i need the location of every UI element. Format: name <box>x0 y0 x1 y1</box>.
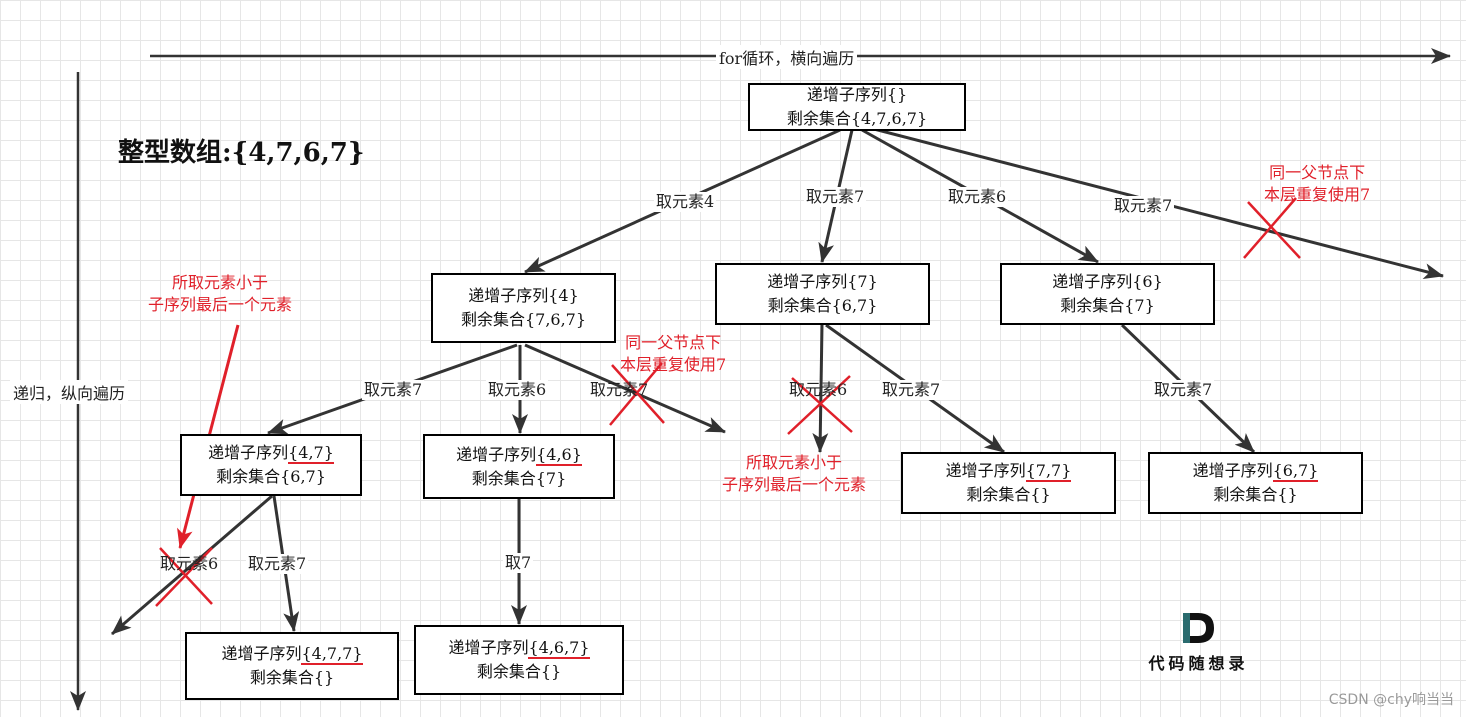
note-same-level-mid: 同一父节点下 本层重复使用7 <box>620 332 726 376</box>
node-7-remaining: 剩余集合{6,7} <box>767 296 878 315</box>
note-smaller-mid: 所取元素小于 子序列最后一个元素 <box>722 452 866 496</box>
node-root-value: {} <box>886 85 908 104</box>
node-4: 递增子序列{4} 剩余集合{7,6,7} <box>431 273 616 343</box>
edge-label-n6-7: 取元素7 <box>1152 380 1215 400</box>
node-7: 递增子序列{7} 剩余集合{6,7} <box>715 263 930 325</box>
edge-label-root-4: 取元素4 <box>654 192 717 212</box>
array-title: 整型数组:{4,7,6,7} <box>118 138 365 168</box>
node-6-7-remaining: 剩余集合{} <box>1213 485 1298 504</box>
node-4-6-7-value: {4,6,7} <box>528 638 590 659</box>
node-4-remaining: 剩余集合{7,6,7} <box>460 310 587 329</box>
node-7-prefix: 递增子序列 <box>767 272 848 291</box>
edge-label-n4-7b: 取元素7 <box>590 380 649 399</box>
vertical-axis-label: 递归，纵向遍历 <box>10 380 129 404</box>
note-smaller-left-line1: 所取元素小于 <box>172 273 269 292</box>
node-4-6-7-remaining: 剩余集合{} <box>476 662 562 681</box>
edge-label-root-7: 取元素7 <box>804 187 867 207</box>
node-4-6-remaining: 剩余集合{7} <box>471 468 567 488</box>
node-root-remaining: 剩余集合{4,7,6,7} <box>786 109 928 128</box>
prune-cross-root-7b <box>1243 197 1301 259</box>
node-4-6: 递增子序列{4,6} 剩余集合{7} <box>423 434 615 499</box>
prune-cross-n47-6 <box>155 547 213 607</box>
horizontal-axis-label: for循环，横向遍历 <box>716 45 858 69</box>
node-6-7-value: {6,7} <box>1272 461 1319 482</box>
node-4-6-prefix: 递增子序列 <box>456 444 537 464</box>
note-same-level-mid-line2: 本层重复使用7 <box>620 355 727 374</box>
node-6: 递增子序列{6} 剩余集合{7} <box>1000 263 1215 325</box>
edge-label-root-6: 取元素6 <box>946 187 1009 207</box>
node-4-6-value: {4,6} <box>536 444 582 466</box>
note-smaller-left: 所取元素小于 子序列最后一个元素 <box>148 272 292 316</box>
brand-logo: 代码随想录 <box>1136 610 1261 673</box>
node-6-7: 递增子序列{6,7} 剩余集合{} <box>1148 452 1363 514</box>
note-smaller-mid-line2: 子序列最后一个元素 <box>722 475 867 494</box>
node-4-7-remaining: 剩余集合{6,7} <box>216 467 326 486</box>
node-7-7-remaining: 剩余集合{} <box>966 485 1051 504</box>
note-smaller-left-line2: 子序列最后一个元素 <box>148 295 293 314</box>
node-4-6-7-prefix: 递增子序列 <box>448 638 529 657</box>
node-root-prefix: 递增子序列 <box>806 85 887 104</box>
node-4-7-prefix: 递增子序列 <box>208 443 289 462</box>
edge-label-n7-7: 取元素7 <box>880 380 943 400</box>
node-4-7-7-prefix: 递增子序列 <box>221 644 302 663</box>
node-7-value: {7} <box>847 272 878 291</box>
note-same-level-top-line2: 本层重复使用7 <box>1264 185 1371 204</box>
edge-n47-6 <box>111 494 273 636</box>
node-4-7-value: {4,7} <box>288 443 334 464</box>
note-same-level-top: 同一父节点下 本层重复使用7 <box>1264 162 1370 206</box>
prune-cross-n7-6 <box>787 375 853 435</box>
watermark: CSDN @chy响当当 <box>1328 692 1454 708</box>
note-same-level-top-line1: 同一父节点下 <box>1269 163 1366 182</box>
node-4-7-7-value: {4,7,7} <box>301 644 363 665</box>
node-4-7: 递增子序列{4,7} 剩余集合{6,7} <box>180 434 362 496</box>
logo-text: 代码随想录 <box>1148 654 1249 673</box>
node-7-7-prefix: 递增子序列 <box>945 461 1026 480</box>
node-6-7-prefix: 递增子序列 <box>1192 461 1273 480</box>
node-6-prefix: 递增子序列 <box>1052 272 1133 291</box>
prune-cross-n4-7b <box>609 362 665 426</box>
node-4-7-7: 递增子序列{4,7,7} 剩余集合{} <box>185 632 399 700</box>
edge-label-n47-7: 取元素7 <box>246 554 309 574</box>
node-7-7-value: {7,7} <box>1025 461 1072 482</box>
edge-label-n7-6: 取元素6 <box>789 380 848 399</box>
node-6-value: {6} <box>1132 272 1163 291</box>
edge-n4-7b <box>524 343 726 434</box>
note-smaller-mid-line1: 所取元素小于 <box>746 453 843 472</box>
edge-label-n4-6: 取元素6 <box>486 380 549 400</box>
edge-label-n4-7: 取元素7 <box>362 380 425 400</box>
node-4-7-7-remaining: 剩余集合{} <box>249 668 335 687</box>
edge-label-root-7b: 取元素7 <box>1112 196 1175 216</box>
edge-label-n47-6: 取元素6 <box>160 554 219 573</box>
node-7-7: 递增子序列{7,7} 剩余集合{} <box>901 452 1116 514</box>
node-root: 递增子序列{} 剩余集合{4,7,6,7} <box>748 83 966 131</box>
node-6-remaining: 剩余集合{7} <box>1060 296 1155 315</box>
logo-d-icon <box>1183 613 1214 643</box>
edge-n7-6 <box>812 324 829 453</box>
node-4-prefix: 递增子序列 <box>468 286 549 305</box>
node-4-value: {4} <box>548 286 579 305</box>
node-4-6-7: 递增子序列{4,6,7} 剩余集合{} <box>414 625 624 695</box>
edge-label-n46-7: 取7 <box>503 553 534 573</box>
note-same-level-mid-line1: 同一父节点下 <box>625 333 722 352</box>
